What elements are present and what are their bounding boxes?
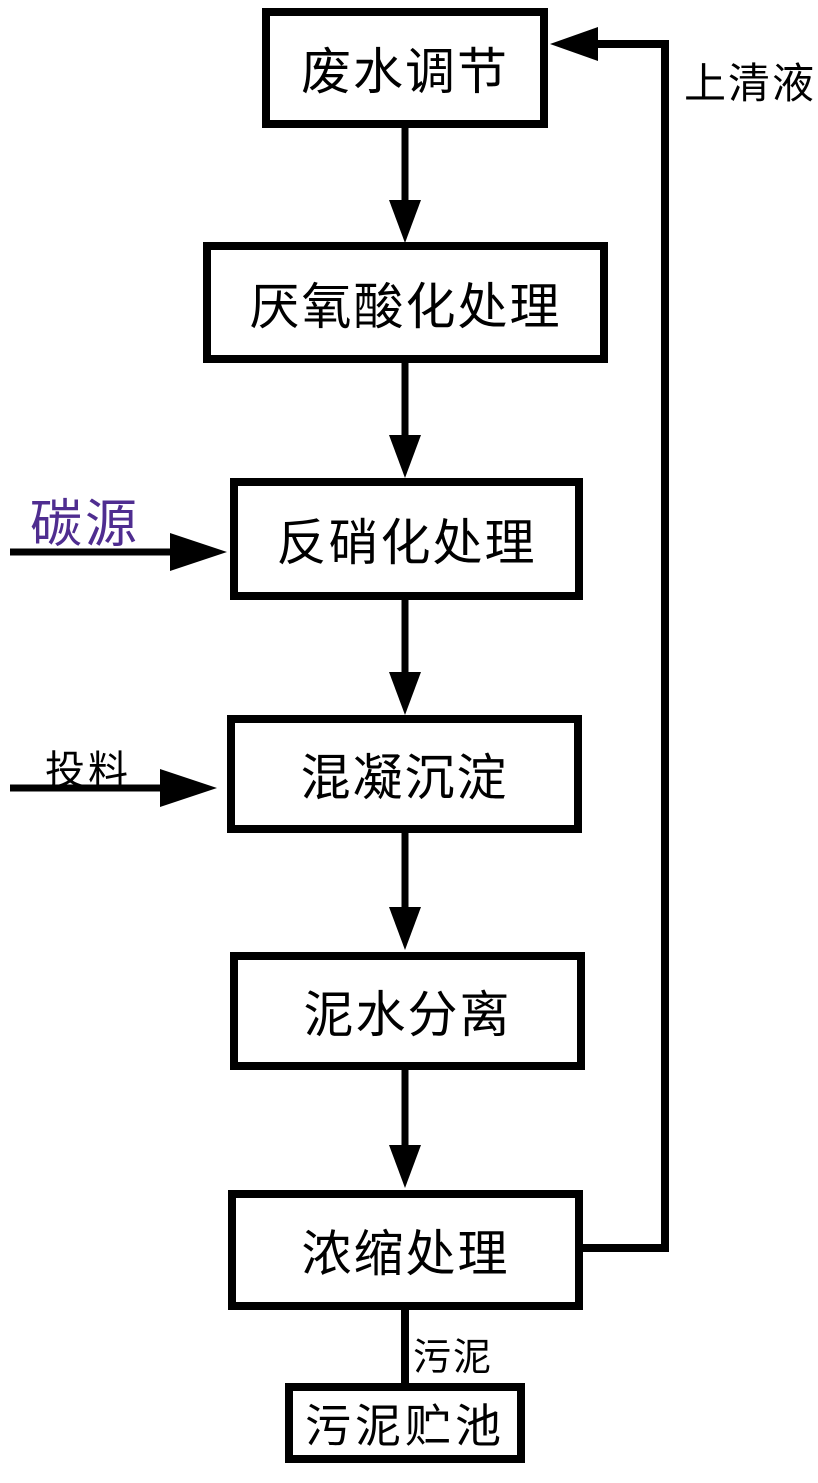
node-sludge-storage-pool: 污泥贮池 <box>285 1383 525 1463</box>
node-label: 浓缩处理 <box>301 1226 510 1282</box>
arrow-regulation-to-anaerobic <box>389 128 421 243</box>
arrow-separation-to-thickening <box>389 1070 421 1188</box>
node-thickening-treatment: 浓缩处理 <box>228 1190 583 1310</box>
arrow-anaerobic-to-denitrification <box>389 363 421 478</box>
node-label: 反硝化处理 <box>276 515 537 571</box>
arrow-feeding-input <box>10 769 217 807</box>
feeding-label: 投料 <box>45 748 131 793</box>
arrow-coagulation-to-separation <box>389 833 421 950</box>
supernatant-label: 上清液 <box>684 62 817 108</box>
node-label: 厌氧酸化处理 <box>249 278 562 335</box>
sludge-label: 污泥 <box>413 1337 494 1379</box>
node-mud-water-separation: 泥水分离 <box>230 952 585 1070</box>
node-label: 废水调节 <box>301 44 509 100</box>
carbon-source-label: 碳源 <box>30 497 141 554</box>
node-label: 混凝沉淀 <box>300 750 509 806</box>
node-wastewater-regulation: 废水调节 <box>262 8 548 128</box>
node-label: 污泥贮池 <box>305 1401 505 1452</box>
node-denitrification: 反硝化处理 <box>230 478 583 600</box>
arrow-supernatant-feedback <box>550 27 669 1252</box>
node-anaerobic-acidification: 厌氧酸化处理 <box>203 242 608 363</box>
node-label: 泥水分离 <box>303 987 512 1043</box>
node-coagulation-sedimentation: 混凝沉淀 <box>227 715 582 833</box>
arrow-denitrification-to-coagulation <box>389 600 421 715</box>
arrow-carbon-source-input <box>10 533 227 571</box>
